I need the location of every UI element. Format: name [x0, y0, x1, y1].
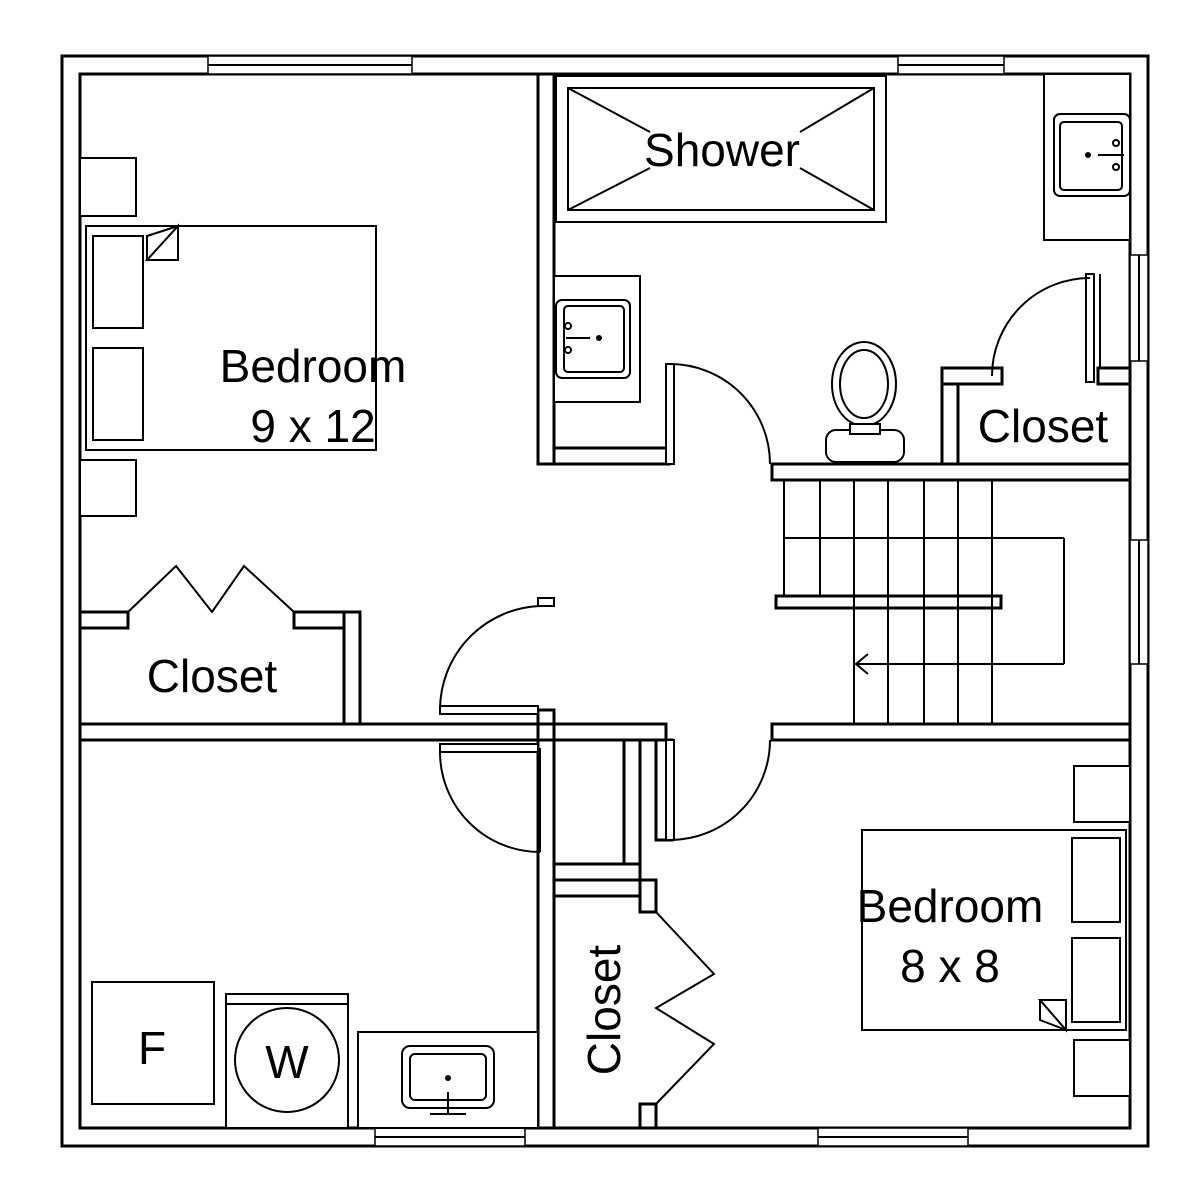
nightstand-top — [79, 157, 137, 217]
furnace-label: F — [138, 1022, 166, 1074]
bedroom-large-name: Bedroom — [220, 340, 407, 392]
furnace — [91, 981, 215, 1105]
bathroom-door[interactable] — [665, 363, 771, 465]
closet-bath-label: Closet — [978, 400, 1109, 452]
washer-label: W — [265, 1036, 309, 1088]
bathroom-fixtures — [553, 73, 1131, 463]
washer-drum — [234, 1007, 340, 1113]
pillow-2 — [92, 347, 144, 441]
pillow-1 — [92, 235, 144, 329]
closet-hall-label: Closet — [578, 945, 630, 1076]
pillow-4 — [1071, 937, 1121, 1023]
laundry-door[interactable] — [439, 743, 541, 853]
bedroom-small-furniture — [861, 765, 1131, 1097]
bedroom-large-furniture — [79, 157, 377, 517]
nightstand-bottom — [79, 459, 137, 517]
windows — [207, 55, 1149, 1147]
bedroom-large-size: 9 x 12 — [250, 400, 375, 452]
bedroom-large-door[interactable] — [439, 597, 555, 715]
bath-closet-door[interactable] — [991, 273, 1101, 383]
bifold-door-hall-closet[interactable] — [654, 911, 716, 1105]
stairs[interactable] — [783, 480, 1065, 724]
bedroom-small-size: 8 x 8 — [900, 940, 1000, 992]
nightstand-top-right — [1073, 765, 1131, 823]
pillow-3 — [1071, 837, 1121, 923]
bedroom-small-name: Bedroom — [857, 880, 1044, 932]
laundry-fixtures — [91, 981, 539, 1129]
bifold-door-left-closet[interactable] — [127, 564, 295, 614]
toilet — [825, 341, 905, 463]
labels: Shower Bedroom 9 x 12 Closet Closet Clos… — [138, 124, 1108, 1088]
nightstand-bottom-right — [1073, 1039, 1131, 1097]
shower-label: Shower — [644, 124, 800, 176]
bedroom-small-door[interactable] — [665, 739, 771, 841]
doors[interactable] — [439, 273, 1101, 1105]
closet-left-label: Closet — [147, 650, 278, 702]
